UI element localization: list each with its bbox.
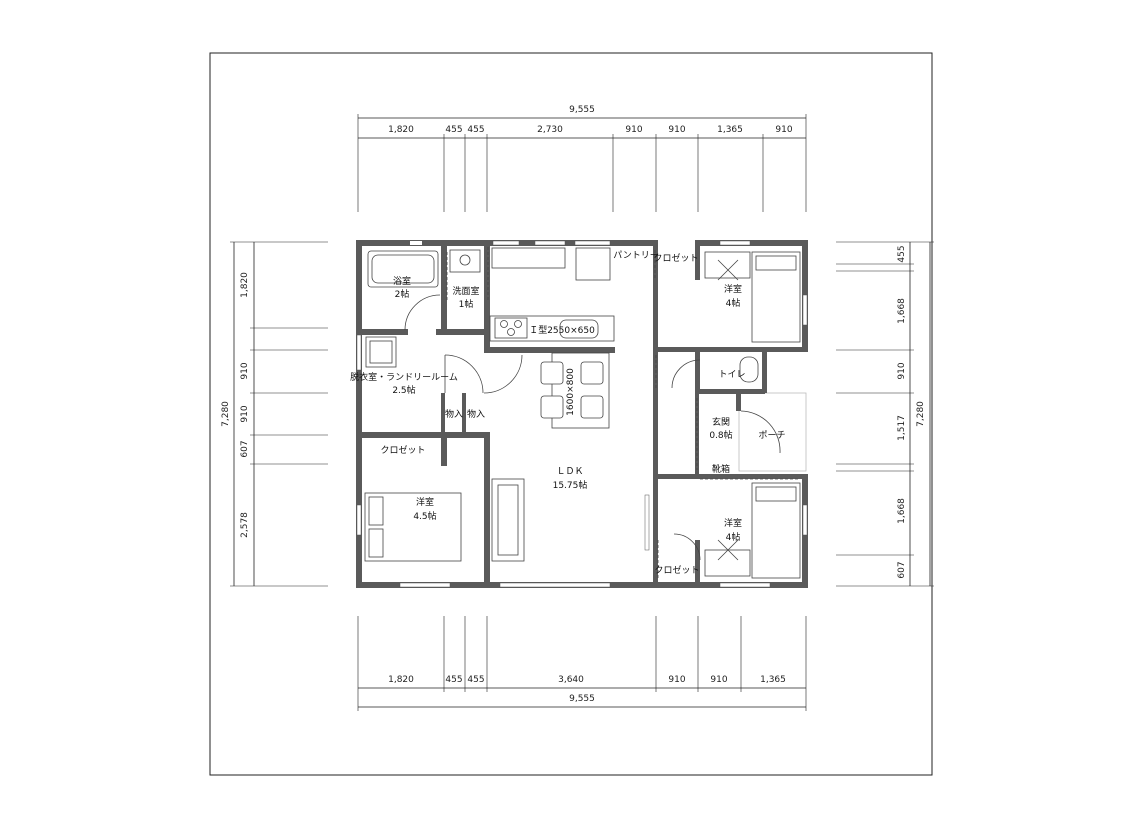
room-shoebox: 靴箱 xyxy=(712,463,730,475)
room-laundry-name: 脱衣室・ランドリールーム xyxy=(350,371,458,383)
room-porch: ポーチ xyxy=(758,430,785,441)
room-bedroom-bottom-name: 洋室 xyxy=(724,517,742,529)
dim-bottom-seg: 455 xyxy=(445,675,462,685)
dim-right-total: 7,280 xyxy=(916,401,926,427)
dim-top-seg: 910 xyxy=(775,125,792,135)
room-ldk-size: 15.75帖 xyxy=(553,479,588,491)
left-dimensions: 7,280 1,820 910 910 607 2,578 xyxy=(221,241,328,587)
room-closet-left: クロゼット xyxy=(380,444,425,456)
fixtures xyxy=(364,247,801,579)
dim-top-seg: 2,730 xyxy=(537,125,563,135)
room-washroom-size: 1帖 xyxy=(459,298,474,310)
dim-right-seg: 1,668 xyxy=(897,298,907,324)
windows xyxy=(356,240,808,588)
dim-bottom-seg: 455 xyxy=(467,675,484,685)
dim-left-seg: 1,820 xyxy=(240,272,250,298)
dim-top-total: 9,555 xyxy=(569,105,595,115)
dim-right-seg: 455 xyxy=(897,245,907,262)
room-entrance-name: 玄関 xyxy=(712,416,730,428)
room-bedroom-left-size: 4.5帖 xyxy=(413,510,436,522)
room-closet-top: クロゼット xyxy=(653,252,698,264)
dim-left-seg: 910 xyxy=(240,362,250,379)
room-pantry: パントリー xyxy=(613,250,658,261)
dim-right-seg: 607 xyxy=(897,561,907,578)
dim-bottom-seg: 910 xyxy=(668,675,685,685)
dim-top-seg: 910 xyxy=(668,125,685,135)
top-dimensions: 9,555 1,820 455 455 2,730 910 910 1,365 … xyxy=(357,105,807,212)
room-bath-name: 浴室 xyxy=(393,275,411,287)
room-laundry-size: 2.5帖 xyxy=(392,384,415,396)
dim-left-seg: 2,578 xyxy=(240,512,250,538)
dim-top-seg: 910 xyxy=(625,125,642,135)
room-entrance-size: 0.8帖 xyxy=(709,429,732,441)
room-storage-a: 物入 xyxy=(445,408,463,420)
dim-top-seg: 455 xyxy=(467,125,484,135)
dim-top-seg: 1,365 xyxy=(717,125,743,135)
dim-right-seg: 1,517 xyxy=(897,415,907,441)
dim-right-seg: 1,668 xyxy=(897,498,907,524)
dim-bottom-total: 9,555 xyxy=(569,694,595,704)
dim-bottom-seg: 3,640 xyxy=(558,675,584,685)
bottom-dimensions: 1,820 455 455 3,640 910 910 1,365 9,555 xyxy=(357,616,807,711)
room-table: 1600×800 xyxy=(566,368,576,416)
room-washroom-name: 洗面室 xyxy=(452,285,479,297)
room-storage-b: 物入 xyxy=(467,408,485,420)
dim-top-seg: 1,820 xyxy=(388,125,414,135)
room-bedroom-left-name: 洋室 xyxy=(416,496,434,508)
dim-left-seg: 910 xyxy=(240,405,250,422)
room-bath-size: 2帖 xyxy=(395,288,410,300)
dim-bottom-seg: 1,365 xyxy=(760,675,786,685)
room-bedroom-bottom-size: 4帖 xyxy=(726,531,741,543)
room-bedroom-top-size: 4帖 xyxy=(726,297,741,309)
room-bedroom-top-name: 洋室 xyxy=(724,283,742,295)
dim-top-seg: 455 xyxy=(445,125,462,135)
porch-area xyxy=(738,392,807,472)
room-toilet: トイレ xyxy=(718,370,745,380)
sheet-frame xyxy=(209,52,933,776)
dim-right-seg: 910 xyxy=(897,362,907,379)
room-closet-bottom: クロゼット xyxy=(654,564,699,576)
room-ldk-name: ＬＤＫ xyxy=(556,467,583,477)
dim-bottom-seg: 910 xyxy=(710,675,727,685)
room-kitchen: Ｉ型2550×650 xyxy=(529,325,595,336)
right-dimensions: 455 1,668 910 1,517 1,668 607 7,280 xyxy=(836,241,934,587)
dim-bottom-seg: 1,820 xyxy=(388,675,414,685)
dim-left-seg: 607 xyxy=(240,440,250,457)
dim-left-total: 7,280 xyxy=(221,401,231,427)
room-labels: 浴室 2帖 洗面室 1帖 脱衣室・ランドリールーム 2.5帖 物入 物入 クロゼ… xyxy=(350,250,785,576)
